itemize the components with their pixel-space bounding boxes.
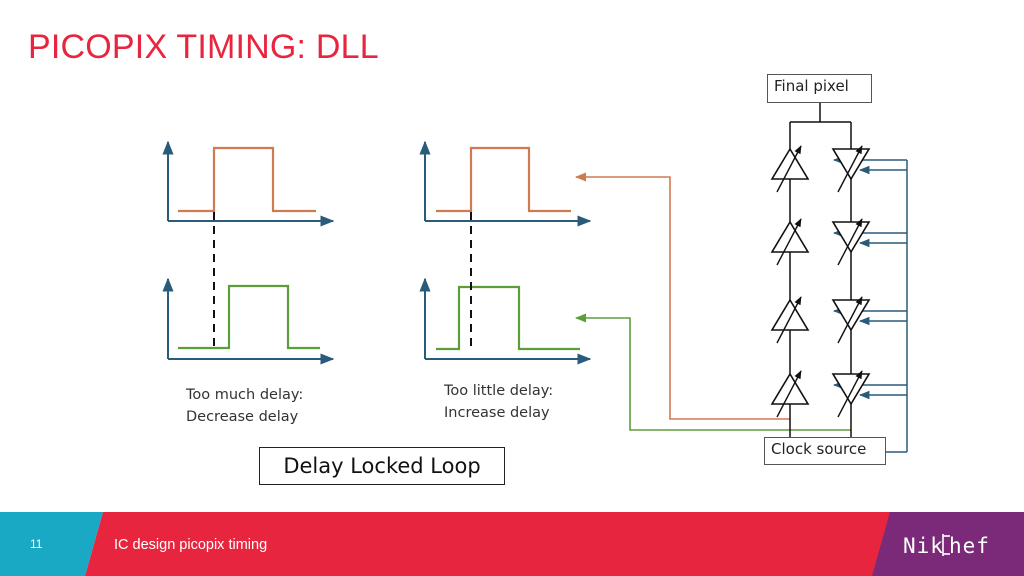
footer-title: IC design picopix timing	[114, 537, 268, 553]
clock-source-box: Clock source	[764, 437, 886, 465]
delay-chain	[772, 103, 908, 453]
svg-text:hef: hef	[949, 534, 990, 558]
waveform-clock-top-1	[162, 140, 335, 227]
footer-bar: 11 IC design picopix timing Nik hef	[0, 512, 1024, 576]
final-pixel-box: Final pixel	[767, 74, 872, 103]
slide-title: PICOPIX TIMING: DLL	[28, 28, 379, 66]
feedback-green-line	[574, 313, 851, 431]
logo-mark: Nik hef	[903, 534, 990, 558]
svg-text:Nik: Nik	[903, 534, 944, 558]
feedback-orange-line	[574, 172, 790, 420]
caption-too-little-delay: Too little delay: Increase delay	[444, 380, 553, 424]
waveform-plot-too-little-delay	[419, 140, 592, 365]
waveform-clock-bottom-1	[162, 277, 335, 365]
caption-line: Too little delay:	[444, 383, 554, 399]
caption-line: Decrease delay	[186, 409, 299, 425]
waveform-plot-too-much-delay	[162, 140, 335, 365]
nikhef-logo: Nik hef	[903, 532, 999, 558]
slide-number: 11	[30, 537, 43, 551]
waveform-clock-bottom-2	[419, 277, 592, 365]
caption-too-much-delay: Too much delay: Decrease delay	[186, 384, 303, 428]
caption-line: Too much delay:	[186, 387, 304, 403]
waveform-clock-top-2	[419, 140, 592, 227]
dll-label-box: Delay Locked Loop	[259, 447, 505, 485]
caption-line: Increase delay	[444, 405, 550, 421]
footer-shapes	[0, 512, 1024, 576]
